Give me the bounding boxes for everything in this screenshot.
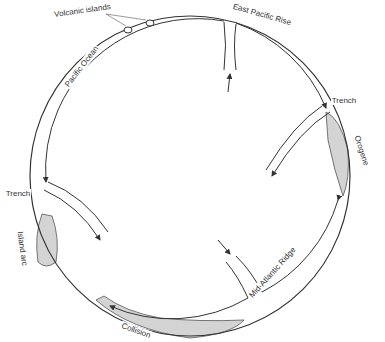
label: Trench [331,96,358,105]
ridge-upwelling [226,262,248,298]
subducting-slab [266,106,322,170]
continent [37,214,58,266]
ridge-upwelling [235,24,237,70]
label: Mid-Atlantic Ridge [246,244,297,300]
leader-line [106,14,146,26]
plate-motion [58,19,224,110]
earth-surface [30,16,350,336]
label: Volcanic islands [52,2,112,19]
subducting-slab [272,112,330,176]
continent [96,296,244,338]
plate-motion [110,298,248,319]
ridge-upwelling [218,240,230,254]
plate-motion [236,23,326,108]
label: Trench [5,189,32,198]
ridge-upwelling [224,22,226,70]
continent [326,112,348,196]
label: Orogene [353,133,372,167]
volcanic-island [124,27,132,33]
subducting-slab [44,190,100,240]
subducting-slab [48,182,108,232]
ridge-upwelling [228,74,230,92]
plate-motion [46,110,58,182]
label: Pacific Ocean [63,43,102,89]
label: Island arc [15,229,29,267]
volcanic-island [146,20,154,26]
